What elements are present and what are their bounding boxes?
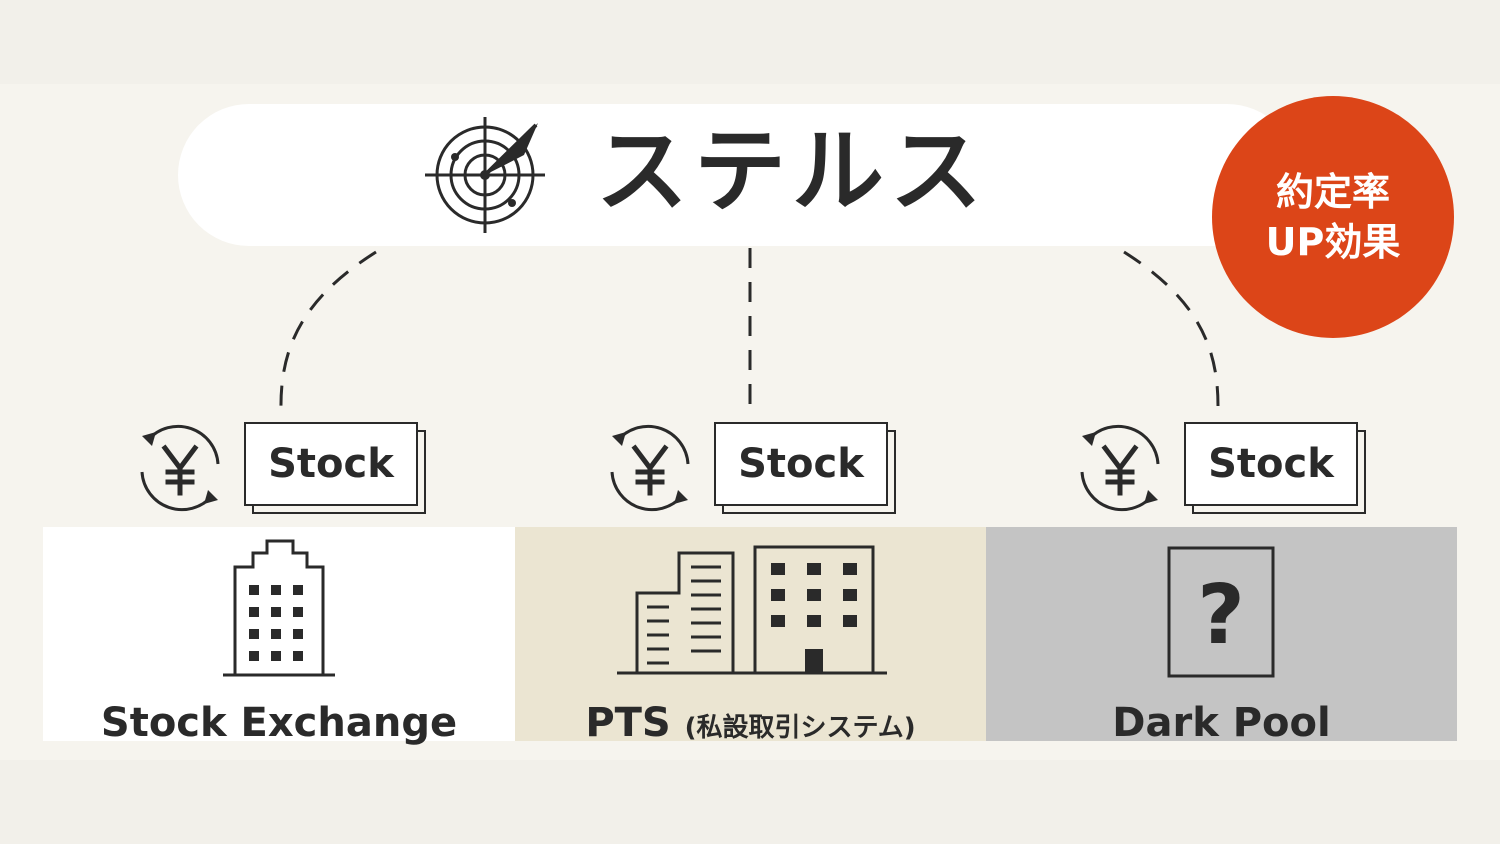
bottom-band (0, 760, 1500, 844)
badge-line-2: UP効果 (1265, 220, 1401, 264)
stock-label: Stock (244, 422, 418, 506)
badge-line-1: 約定率 (1275, 170, 1390, 214)
yen-exchange-icon (1080, 424, 1160, 512)
panel-dark-pool: ? Dark Pool (986, 527, 1457, 746)
stock-label: Stock (714, 422, 888, 506)
stock-card-darkpool: Stock (1184, 422, 1366, 514)
panel-pts: PTS (私設取引システム) (515, 527, 986, 743)
venue-name: PTS (私設取引システム) (515, 703, 986, 743)
radar-icon (425, 117, 545, 233)
svg-text:?: ? (1197, 568, 1245, 663)
yen-exchange-icon (610, 424, 690, 512)
panel-stock-exchange: Stock Exchange (43, 527, 515, 746)
connector-exchange (279, 250, 377, 411)
top-band (0, 0, 1500, 84)
venue-name: Dark Pool (1112, 700, 1331, 746)
building-icon (223, 539, 335, 677)
fill-rate-badge: 約定率 UP効果 (1212, 96, 1454, 338)
yen-exchange-icon (140, 424, 220, 512)
connector-darkpool (1123, 250, 1220, 407)
stock-card-exchange: Stock (244, 422, 426, 514)
venue-name-main: PTS (585, 700, 685, 746)
stock-card-pts: Stock (714, 422, 896, 514)
stock-label: Stock (1184, 422, 1358, 506)
office-buildings-icon (617, 545, 887, 675)
venue-name-sub: (私設取引システム) (684, 713, 916, 743)
question-box-icon: ? (1167, 546, 1275, 678)
venue-name: Stock Exchange (100, 700, 458, 746)
page-title: ステルス (596, 118, 989, 225)
title-pill (178, 104, 1298, 246)
